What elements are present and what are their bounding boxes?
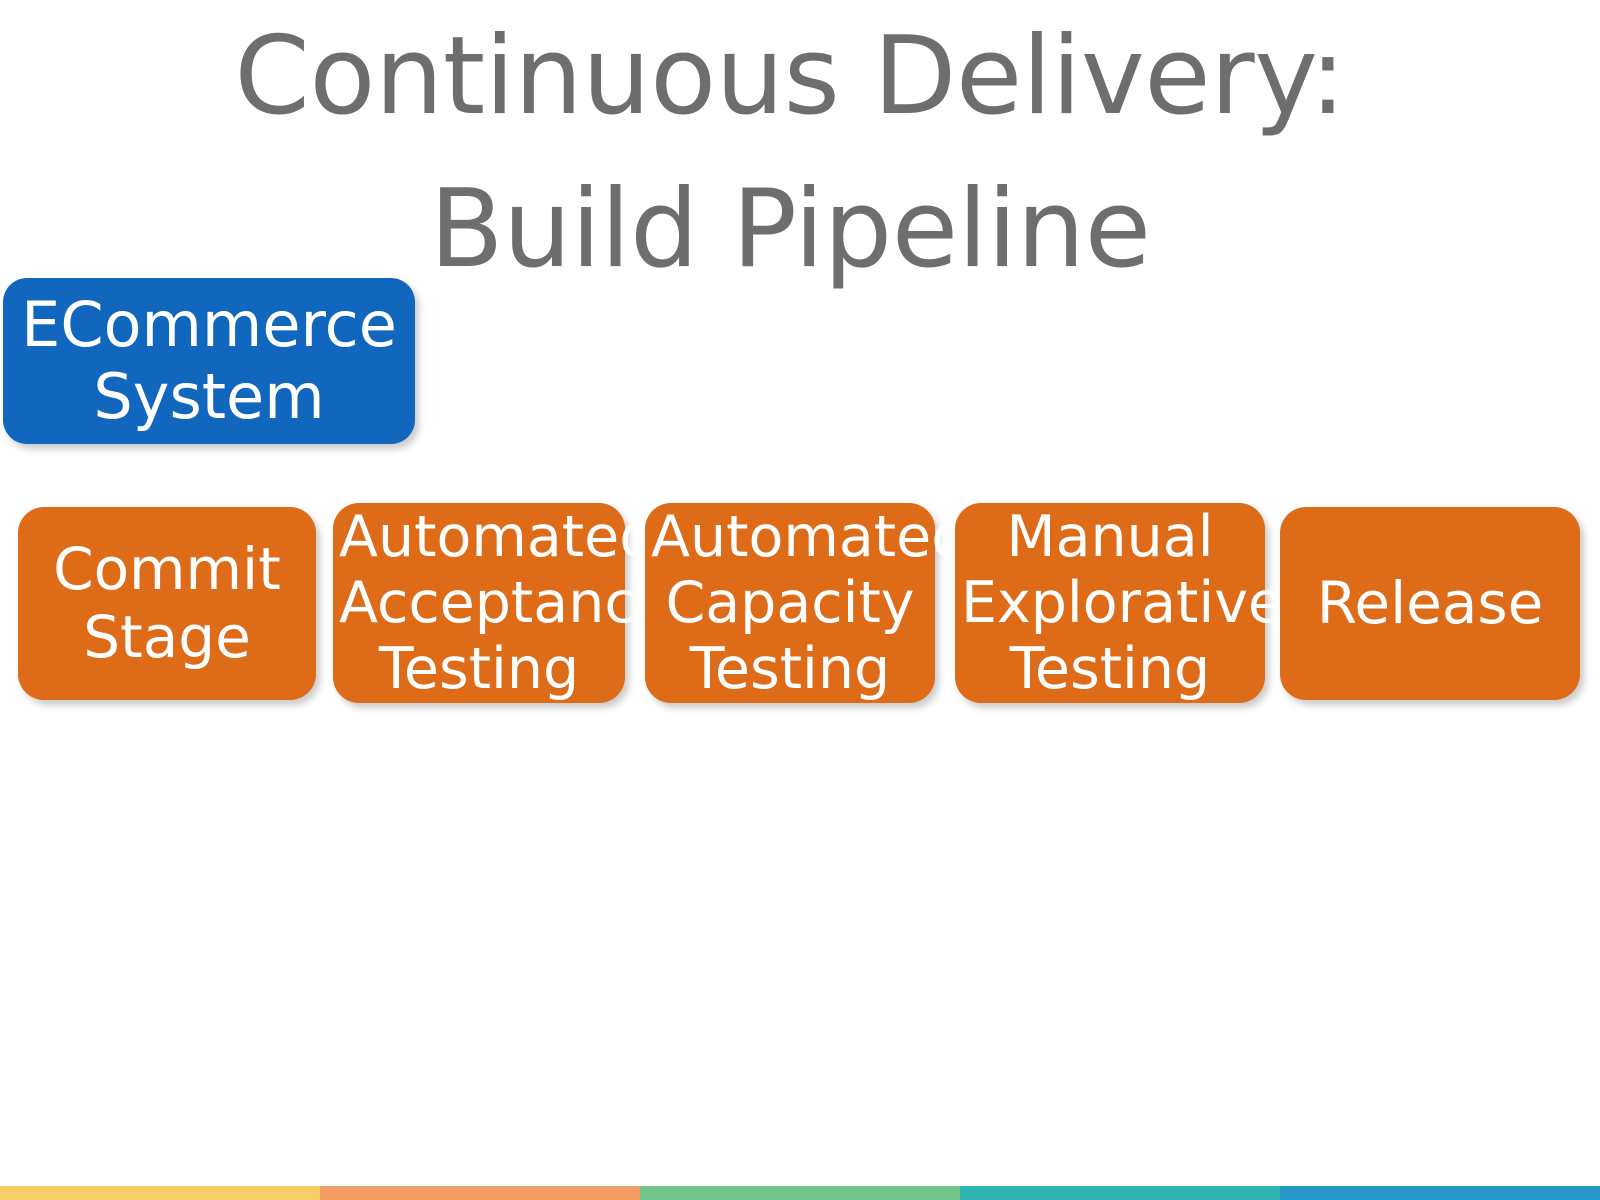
node-automated-acceptance-testing-label: Automated Acceptance Testing: [339, 503, 671, 703]
bottom-bar-segment-orange: [320, 1186, 640, 1200]
page-title-line-2: Build Pipeline: [429, 167, 1151, 293]
node-ecommerce-system[interactable]: ECommerce System: [3, 278, 415, 444]
bottom-bar-segment-teal: [960, 1186, 1280, 1200]
bottom-bar-segment-blue: [1280, 1186, 1600, 1200]
node-release[interactable]: Release: [1280, 507, 1580, 700]
node-manual-explorative-testing[interactable]: Manual Explorative Testing: [955, 503, 1283, 703]
node-automated-acceptance-testing[interactable]: Automated Acceptance Testing: [333, 503, 671, 703]
node-automated-capacity-testing-label: Automated Capacity Testing: [651, 503, 968, 703]
bottom-bar-segment-green: [640, 1186, 960, 1200]
node-automated-capacity-testing[interactable]: Automated Capacity Testing: [645, 503, 968, 703]
node-commit-stage[interactable]: Commit Stage: [18, 507, 316, 700]
node-release-label: Release: [1316, 568, 1544, 637]
node-manual-explorative-testing-label: Manual Explorative Testing: [961, 503, 1283, 703]
page-title-line-1: Continuous Delivery:: [234, 14, 1346, 139]
bottom-color-bar: [0, 1186, 1600, 1200]
node-ecommerce-system-label: ECommerce System: [21, 288, 397, 433]
node-commit-stage-label: Commit Stage: [53, 535, 281, 671]
bottom-bar-segment-yellow: [0, 1186, 320, 1200]
page-title: Continuous Delivery: Build Pipeline: [0, 0, 1580, 307]
